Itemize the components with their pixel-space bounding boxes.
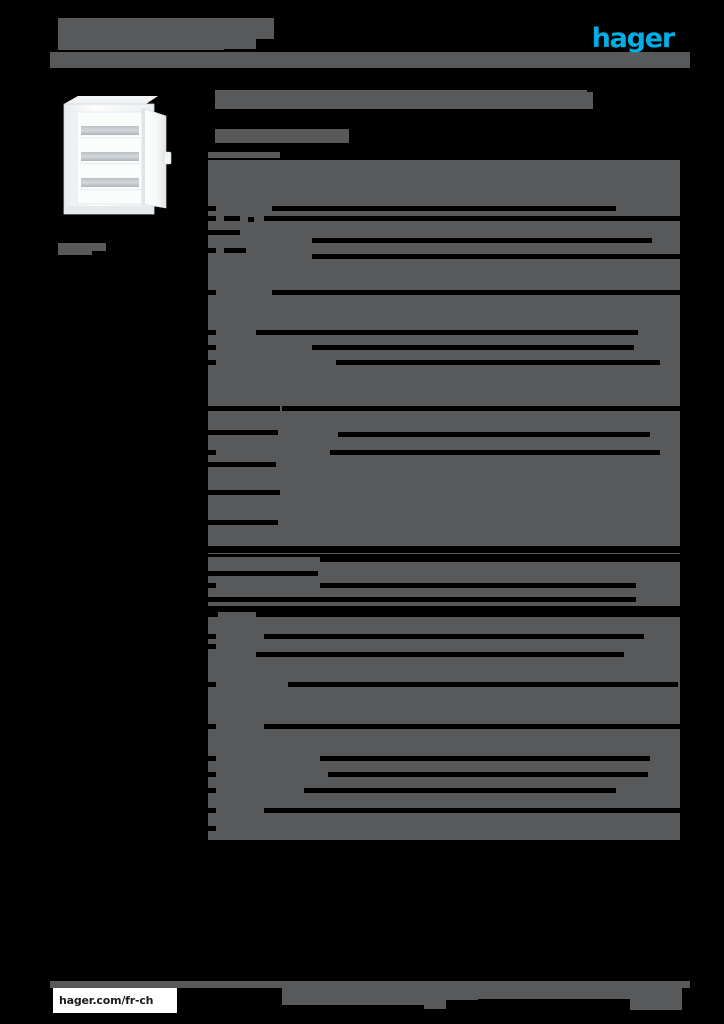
table-row-tick [208,724,216,729]
table-row [272,290,680,295]
table-row [214,597,256,602]
table-row [264,634,644,639]
table-row-tick [208,490,216,495]
table-row [288,682,678,687]
header-rule [50,52,690,68]
table-row [330,450,660,455]
table-row-tick [208,406,216,411]
spec-table-secondary [208,557,680,606]
spec-table-tertiary [208,612,680,840]
table-row [216,230,240,235]
table-row [214,520,278,525]
table-row [312,345,634,350]
table-row [214,462,276,467]
table-row-tick [208,520,216,525]
table-row [264,724,680,729]
main-heading [215,92,593,109]
table-top-tick [208,612,218,617]
spec-table-main [208,160,680,554]
table-row-tick [208,206,216,211]
table-row [256,597,636,602]
table-row [256,330,638,335]
table-row [224,216,240,221]
table-row-tick [208,360,216,365]
table-row [256,652,624,657]
table-row [272,206,616,211]
table-row-tick [208,462,216,467]
product-image [58,88,176,226]
table-row-tick [208,788,216,793]
table-row [214,571,318,576]
table-row [320,756,650,761]
table-row-tick [208,430,216,435]
header-title-line1 [58,18,274,39]
table-row [312,238,652,243]
header-title-line2 [58,36,224,50]
table-row [336,360,660,365]
table-row [214,406,280,411]
table-row-tick [208,345,216,350]
product-caption-secondary [58,246,92,255]
table-row [328,772,648,777]
table-header-row [320,557,680,562]
consumer-unit-illustration [63,96,172,215]
table-row-tick [208,230,216,235]
table-row [214,490,280,495]
table-row [312,254,680,259]
hager-logo-wordmark: hager [591,23,676,54]
table-row [214,430,278,435]
table-row-tick [208,756,216,761]
footer-center-mark [424,997,446,1009]
table-row [320,583,636,588]
footer-url-text: hager.com/fr-ch [59,994,154,1007]
table-row-tick [208,808,216,813]
footer-mid-bar [430,988,630,999]
table-row-tick [208,682,216,687]
table-row [264,216,680,221]
main-subheading [215,129,349,143]
table-row-tick [208,571,216,576]
table-row-tick [208,248,216,253]
table-row-tick [208,450,216,455]
table-top-edge [256,612,680,617]
table-bottom-edge [208,546,680,553]
table-row [304,788,616,793]
table-row [282,406,680,411]
footer-center-text2 [282,998,434,1005]
table-row [264,808,680,813]
table-row-tick [208,597,216,602]
table-row [224,248,246,253]
table-row-tick [208,644,216,649]
table-row-tick [208,290,216,295]
table-row-tick [208,826,216,831]
table-row-tick [208,583,216,588]
table-row-tick [208,216,216,221]
table-row [248,217,254,222]
footer-rule [50,981,690,988]
footer-url[interactable]: hager.com/fr-ch [53,988,177,1013]
footer-page-number [630,988,682,1010]
table-row [338,432,650,437]
table-row-tick [208,634,216,639]
hager-logo: hager [588,23,676,54]
main-section-label [208,152,280,158]
table-row-tick [208,330,216,335]
table-row-tick [208,772,216,777]
